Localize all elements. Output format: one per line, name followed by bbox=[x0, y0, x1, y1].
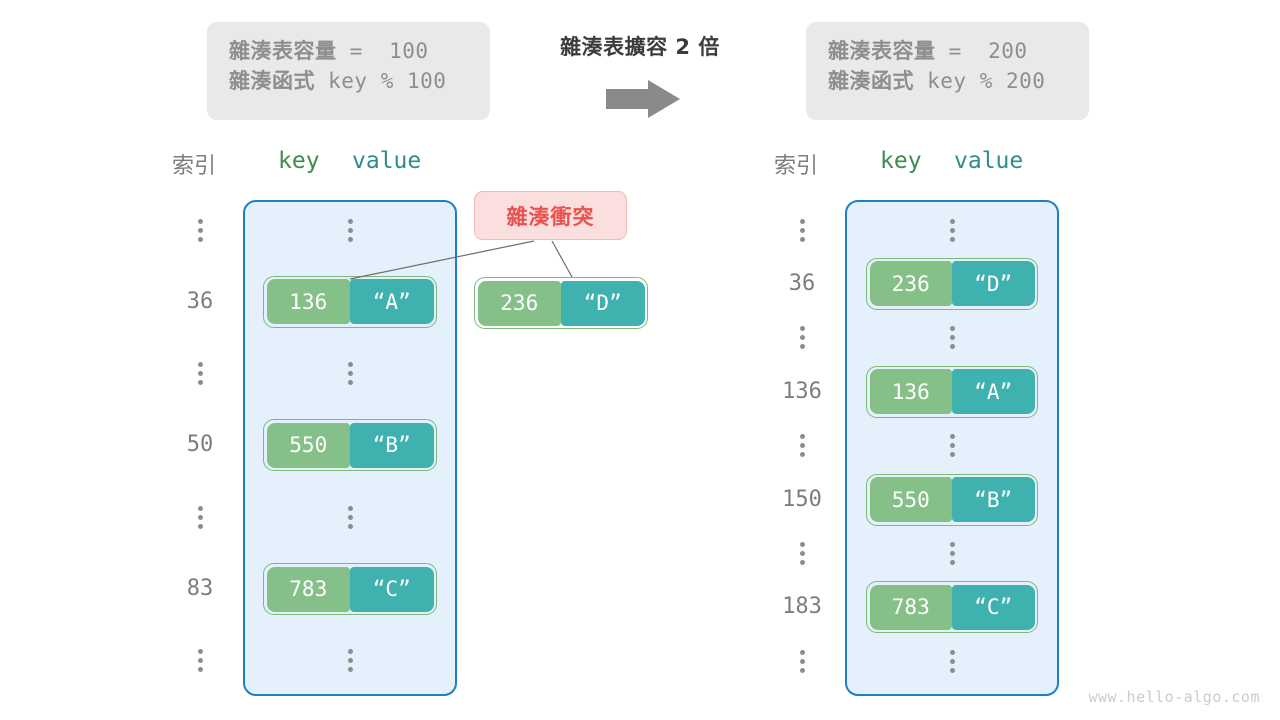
entry-key: 136 bbox=[869, 369, 952, 415]
function-label: 雜湊函式 bbox=[828, 69, 914, 94]
info-box-after: 雜湊表容量 = 200 雜湊函式 key % 200 bbox=[806, 22, 1089, 120]
capacity-label: 雜湊表容量 bbox=[828, 39, 936, 63]
bucket-entry[interactable]: 783“C” bbox=[263, 563, 437, 615]
entry-value: “A” bbox=[350, 279, 434, 325]
row-ellipsis-bucket bbox=[307, 204, 393, 256]
capacity-label: 雜湊表容量 bbox=[229, 39, 337, 63]
row-ellipsis-index bbox=[157, 348, 243, 400]
row-ellipsis-index bbox=[759, 312, 845, 364]
function-line-after: 雜湊函式 key % 200 bbox=[828, 66, 1067, 96]
entry-value: “A” bbox=[952, 369, 1035, 415]
bucket-entry[interactable]: 550“B” bbox=[263, 419, 437, 472]
entry-value: “B” bbox=[350, 422, 434, 468]
hash-table-before: 索引 key value 36 136“A” 50 550“B” 83 783“C” bbox=[157, 148, 457, 700]
row-ellipsis-bucket bbox=[909, 312, 995, 364]
row-ellipsis-bucket bbox=[307, 491, 393, 543]
collision-badge: 雜湊衝突 bbox=[474, 191, 627, 240]
row-ellipsis-index bbox=[157, 635, 243, 687]
function-line-before: 雜湊函式 key % 100 bbox=[229, 66, 468, 96]
row-ellipsis-bucket bbox=[909, 635, 995, 687]
row-ellipsis-index bbox=[759, 635, 845, 687]
header-index: 索引 bbox=[172, 154, 217, 179]
capacity-line-before: 雜湊表容量 = 100 bbox=[229, 36, 468, 66]
row-ellipsis-index bbox=[157, 491, 243, 543]
row-index: 36 bbox=[788, 270, 816, 296]
row-ellipsis-index bbox=[759, 420, 845, 472]
colliding-entry[interactable]: 236 “D” bbox=[474, 277, 648, 329]
row-index: 36 bbox=[186, 288, 214, 314]
entry-key: 136 bbox=[266, 279, 350, 325]
entry-value: “C” bbox=[952, 584, 1035, 630]
column-headers-after: 索引 key value bbox=[759, 148, 1059, 182]
transform-label: 雜湊表擴容 2 倍 bbox=[560, 35, 720, 59]
header-index: 索引 bbox=[774, 154, 819, 179]
right-arrow-icon bbox=[606, 80, 680, 118]
info-box-before: 雜湊表容量 = 100 雜湊函式 key % 100 bbox=[207, 22, 490, 120]
header-key: key bbox=[278, 148, 320, 174]
row-ellipsis-index bbox=[759, 204, 845, 256]
entry-key: 236 bbox=[869, 261, 952, 307]
row-index: 50 bbox=[186, 432, 214, 458]
header-value: value bbox=[352, 148, 422, 174]
row-ellipsis-bucket bbox=[909, 204, 995, 256]
entry-key: 550 bbox=[266, 422, 350, 468]
capacity-value: = 200 bbox=[935, 39, 1028, 63]
function-label: 雜湊函式 bbox=[229, 69, 315, 94]
entry-value: “D” bbox=[952, 261, 1035, 307]
row-ellipsis-index bbox=[759, 527, 845, 579]
bucket-entry[interactable]: 236“D” bbox=[866, 257, 1038, 310]
bucket-entry[interactable]: 136“A” bbox=[263, 275, 437, 328]
watermark: www.hello-algo.com bbox=[1088, 688, 1260, 706]
bucket-entry[interactable]: 550“B” bbox=[866, 473, 1038, 526]
row-ellipsis-bucket bbox=[909, 527, 995, 579]
entry-value: “B” bbox=[952, 477, 1035, 522]
entry-key: 783 bbox=[869, 584, 952, 630]
row-index: 83 bbox=[186, 576, 214, 601]
bucket-entry[interactable]: 136“A” bbox=[866, 365, 1038, 418]
row-index: 183 bbox=[782, 594, 822, 620]
capacity-line-after: 雜湊表容量 = 200 bbox=[828, 36, 1067, 66]
row-index: 136 bbox=[782, 378, 822, 404]
bucket-entry[interactable]: 783“C” bbox=[866, 581, 1038, 634]
column-headers-before: 索引 key value bbox=[157, 148, 457, 182]
row-ellipsis-bucket bbox=[307, 635, 393, 687]
header-value: value bbox=[954, 148, 1024, 174]
entry-value: “C” bbox=[350, 566, 434, 612]
entry-key: 783 bbox=[266, 566, 350, 612]
row-ellipsis-bucket bbox=[909, 420, 995, 472]
row-index: 150 bbox=[782, 486, 822, 512]
row-ellipsis-bucket bbox=[307, 348, 393, 400]
entry-value: “D” bbox=[561, 280, 645, 326]
row-ellipsis-index bbox=[157, 204, 243, 256]
header-key: key bbox=[880, 148, 922, 174]
entry-key: 550 bbox=[869, 477, 952, 522]
function-value: key % 200 bbox=[914, 69, 1046, 94]
entry-key: 236 bbox=[477, 280, 561, 326]
capacity-value: = 100 bbox=[336, 39, 429, 63]
function-value: key % 100 bbox=[315, 69, 447, 94]
